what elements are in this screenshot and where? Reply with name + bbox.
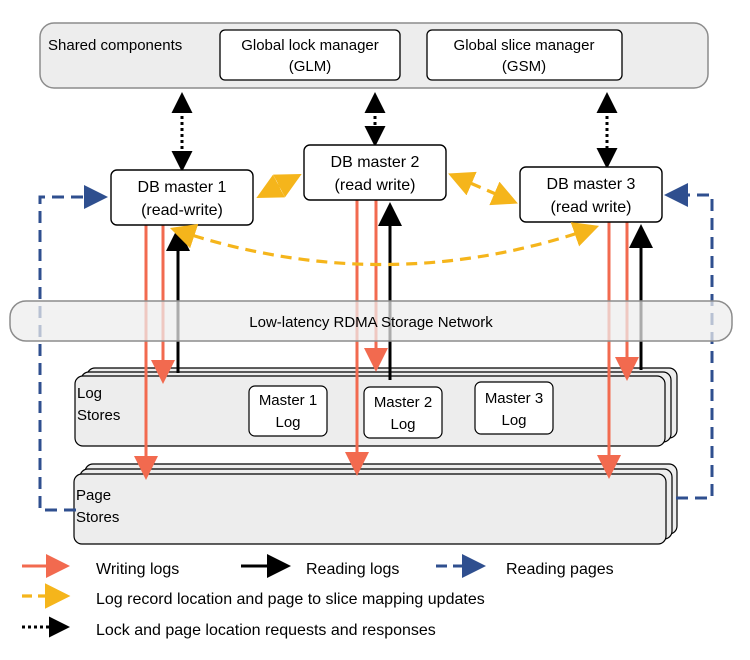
shared-components-panel: Shared components Global lock manager (G… <box>39 22 709 89</box>
master-3-log-line1: Master 3 <box>485 390 543 407</box>
update-arrow-1-3 <box>169 222 600 267</box>
legend-reading-pages-label: Reading pages <box>506 561 614 578</box>
reading-pages-arrow-1 <box>38 185 108 512</box>
glm-box: Global lock manager (GLM) <box>219 29 401 81</box>
db-master-3-line1: DB master 3 <box>547 176 636 193</box>
legend-updates: Log record location and page to slice ma… <box>22 583 485 609</box>
update-arrow-2-3 <box>448 171 518 206</box>
gsm-label-line1: Global slice manager <box>454 37 595 54</box>
log-stores-label-line1: Log <box>77 385 102 402</box>
master-1-log: Master 1 Log <box>248 385 328 437</box>
page-stores-label-line2: Stores <box>76 509 119 526</box>
gsm-label-line2: (GSM) <box>502 58 546 75</box>
db-master-2-line2: (read write) <box>335 177 416 194</box>
legend-reading-logs: Reading logs <box>241 554 399 578</box>
update-arrows <box>169 171 600 267</box>
legend: Writing logs Reading logs Reading pages … <box>22 554 614 639</box>
update-arrow-1-2 <box>256 174 302 198</box>
reading-pages-arrows <box>38 183 714 512</box>
glm-label-line1: Global lock manager <box>241 37 379 54</box>
master-2-log-line1: Master 2 <box>374 394 432 411</box>
glm-label-line2: (GLM) <box>289 58 332 75</box>
legend-writing: Writing logs <box>22 554 179 578</box>
page-stores: Page Stores <box>73 463 678 545</box>
shared-components-label: Shared components <box>48 37 182 54</box>
db-master-1-line2: (read-write) <box>141 202 223 219</box>
master-1-log-line2: Log <box>275 414 300 431</box>
rdma-network-label: Low-latency RDMA Storage Network <box>249 314 493 331</box>
master-2-log-line2: Log <box>390 416 415 433</box>
db-master-3-line2: (read write) <box>551 199 632 216</box>
legend-reading-pages: Reading pages <box>436 554 614 578</box>
master-2-log: Master 2 Log <box>363 386 443 439</box>
legend-updates-label: Log record location and page to slice ma… <box>96 591 485 608</box>
db-master-3: DB master 3 (read write) <box>519 166 663 223</box>
lock-arrows <box>171 92 618 172</box>
db-master-1-line1: DB master 1 <box>138 179 227 196</box>
master-3-log: Master 3 Log <box>474 381 554 435</box>
log-stores: Log Stores Master 1 Log Master 2 Log Mas… <box>74 367 678 447</box>
legend-writing-label: Writing logs <box>96 561 179 578</box>
db-master-2-line1: DB master 2 <box>331 154 420 171</box>
rdma-network: Low-latency RDMA Storage Network <box>9 300 733 342</box>
legend-reading-logs-label: Reading logs <box>306 561 399 578</box>
legend-lock-label: Lock and page location requests and resp… <box>96 622 436 639</box>
db-master-2: DB master 2 (read write) <box>303 144 447 201</box>
reading-pages-arrow-3 <box>664 183 714 500</box>
log-stores-label-line2: Stores <box>77 407 120 424</box>
page-stores-label-line1: Page <box>76 487 111 504</box>
db-master-1: DB master 1 (read-write) <box>110 169 254 226</box>
master-1-log-line1: Master 1 <box>259 392 317 409</box>
gsm-box: Global slice manager (GSM) <box>426 29 623 81</box>
master-3-log-line2: Log <box>501 412 526 429</box>
legend-lock: Lock and page location requests and resp… <box>22 616 436 639</box>
